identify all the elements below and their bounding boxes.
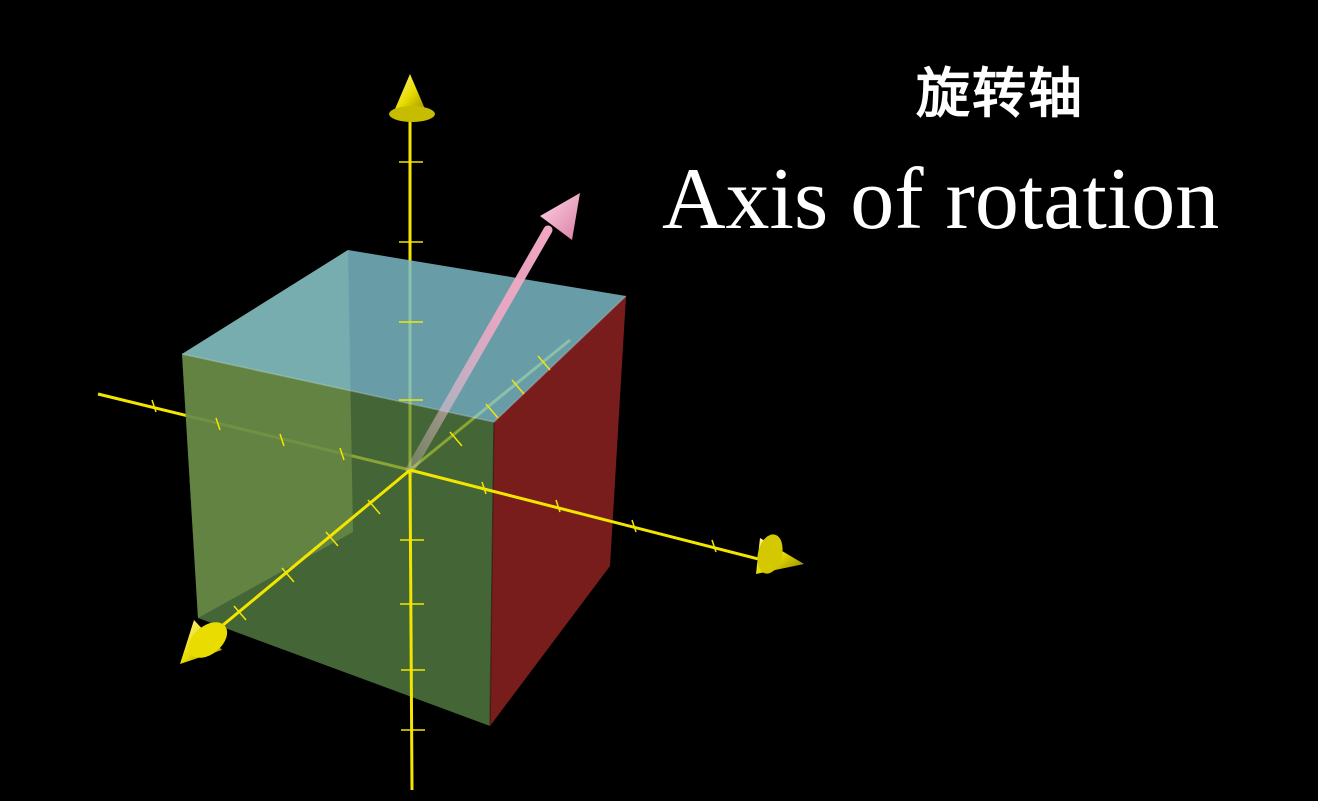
x-axis-front-segment [409,468,771,564]
z-axis-arrowhead [389,74,435,122]
axis-ticks [151,161,717,731]
axes-front [151,161,771,791]
y-axis-arrowhead [180,620,228,664]
title-english: Axis of rotation [662,151,1220,248]
rotation-axis-shaft [405,225,553,475]
rotation-axis-arrowhead [540,193,580,240]
title-chinese: 旋转轴 [916,61,1084,125]
rotation-axis-vector [405,193,580,475]
x-axis-arrowhead [756,534,804,574]
cube-face-right [490,296,626,726]
axis-arrowheads [180,74,804,664]
cube-face-front [182,354,494,726]
cube-edge-front-right [489,421,495,727]
z-axis-front-segment [408,469,414,791]
